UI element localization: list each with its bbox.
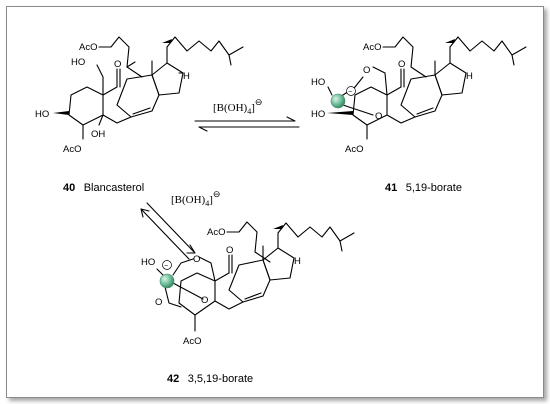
ho-label: HO xyxy=(141,257,155,268)
compound-40-structure: AcO H O HO OH HO AcO xyxy=(35,36,244,155)
aco-label: AcO xyxy=(63,144,81,155)
ho-label: HO xyxy=(311,77,325,88)
aco-label: AcO xyxy=(345,144,363,155)
ho-label: HO xyxy=(35,109,49,120)
ho-label: HO xyxy=(71,57,85,68)
equilibrium-arrow-40-42 xyxy=(140,202,196,260)
boron-atom xyxy=(159,273,175,289)
reagent-label-top: [B(OH)4]⊖ xyxy=(213,97,262,116)
oh-label: OH xyxy=(91,129,105,140)
compound-42-caption: 42 3,5,19-borate xyxy=(167,369,253,386)
reaction-scheme: AcO H O HO OH HO AcO 40 Blancasterol xyxy=(35,36,527,386)
aco-label: AcO xyxy=(183,336,201,347)
ho-label: HO xyxy=(311,109,325,120)
charge-minus: − xyxy=(348,89,352,96)
o-label: O xyxy=(226,245,233,256)
compound-40-caption: 40 Blancasterol xyxy=(63,178,144,195)
h-label: H xyxy=(294,256,301,267)
o-label: O xyxy=(375,111,382,122)
aco-label: AcO xyxy=(363,42,381,53)
h-label: H xyxy=(466,71,473,82)
compound-41-caption: 41 5,19-borate xyxy=(385,178,462,195)
compound-42-structure: AcO H O O O O HO − AcO xyxy=(141,221,355,347)
aco-label: AcO xyxy=(207,227,225,238)
charge-minus: − xyxy=(164,263,168,270)
h-label: H xyxy=(183,71,190,82)
aco-label: AcO xyxy=(79,42,97,53)
o-label: O xyxy=(398,59,405,70)
o-label: O xyxy=(363,65,370,76)
boron-atom xyxy=(330,93,346,109)
compound-41-structure: AcO H O O O HO − HO AcO xyxy=(311,36,527,155)
equilibrium-arrow-40-41 xyxy=(194,116,300,132)
o-label: O xyxy=(201,295,208,306)
o-label: O xyxy=(114,59,121,70)
o-label: O xyxy=(193,254,200,265)
o-label: O xyxy=(155,297,162,308)
figure-frame: AcO H O HO OH HO AcO 40 Blancasterol xyxy=(6,6,544,398)
reagent-label-diagonal: [B(OH)4]⊖ xyxy=(171,189,220,208)
